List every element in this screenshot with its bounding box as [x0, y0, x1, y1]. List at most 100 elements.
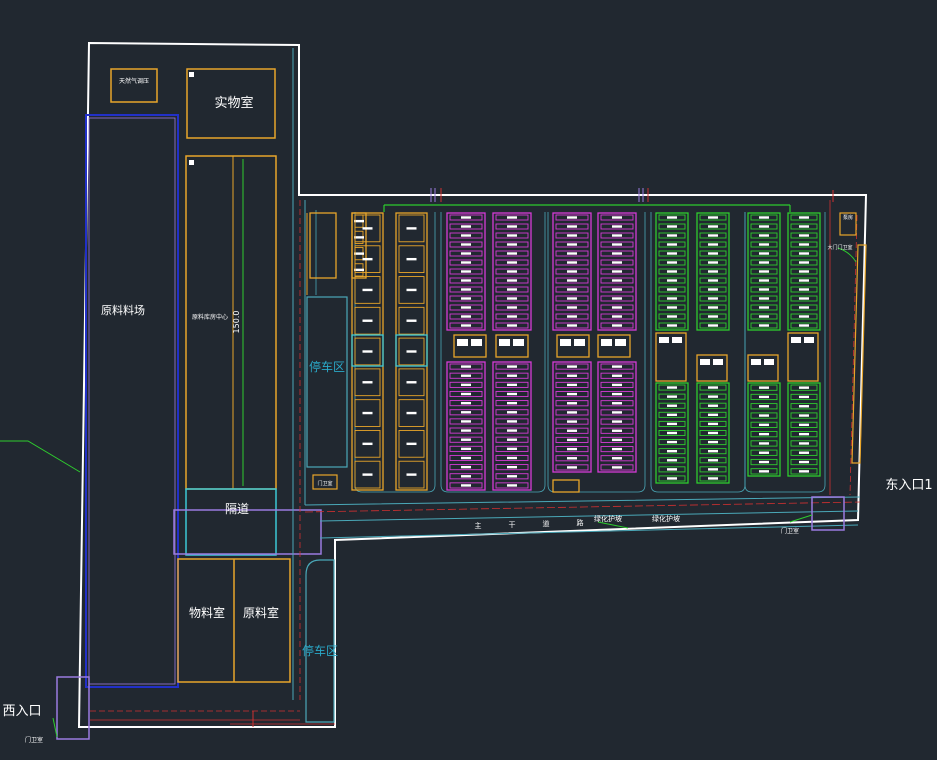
green-bottom-b1-cell-label — [799, 460, 809, 464]
road-char-3: 道 — [543, 519, 550, 528]
green-bottom-1-cell — [699, 420, 727, 427]
magenta-bottom-b0-cell-label — [567, 466, 577, 469]
green-bottom-1-cell — [699, 384, 727, 391]
green-bottom-0-cell — [658, 384, 686, 391]
green-zone-cluster-label — [804, 337, 814, 343]
east-entrance-label: 东入口1 — [885, 478, 932, 493]
magenta-bottom-0-cell-label — [461, 475, 471, 478]
green-top-0-cell-label — [667, 261, 677, 264]
green-bottom-b1-cell-label — [799, 395, 809, 399]
magenta-top-0-column — [446, 212, 486, 331]
green-bottom-0-cell — [658, 393, 686, 400]
green-bottom-1-cell-label — [708, 431, 718, 435]
guard-west-label: 门卫室 — [25, 736, 43, 744]
orange-a-cell — [354, 399, 381, 427]
orange-mini — [309, 212, 337, 279]
magenta-top-b0-cell-label — [567, 270, 577, 273]
road-char-1: 主 — [475, 521, 482, 530]
magenta-top-b0-cell-label — [567, 306, 577, 309]
magenta-top-0-cell — [449, 259, 483, 266]
sample-room-label: 实物室 — [214, 95, 253, 111]
magenta-bottom-b0-cell — [555, 409, 589, 416]
green-top-b1-cell — [790, 223, 818, 230]
green-bottom-b1-cell — [790, 384, 818, 391]
green-top-b1-cell-label — [799, 243, 809, 246]
orange-b-cell-label — [406, 288, 417, 292]
magenta-bottom-0-cell — [449, 482, 483, 489]
magenta-bottom-1-cell — [495, 445, 529, 452]
orange-a-cell-label — [362, 411, 373, 415]
green-bottom-0-cell — [658, 448, 686, 455]
magenta-top-1-cell — [495, 286, 529, 293]
green-bottom-b1-cell — [790, 468, 818, 475]
green-bottom-0-cell-label — [667, 431, 677, 435]
green-bottom-1-cell — [699, 393, 727, 400]
magenta-top-0-cell — [449, 286, 483, 293]
orange-b-cell — [398, 276, 425, 304]
green-top-0-cell — [658, 322, 686, 329]
magenta-bottom-b0-cell-label — [567, 383, 577, 387]
magenta-bottom-b1-cell-label — [612, 457, 622, 460]
sample-room-box — [186, 68, 276, 139]
green-bottom-b1-cell-label — [799, 386, 809, 389]
magenta-top-0-cell — [449, 313, 483, 320]
orange-small-cell-label — [354, 268, 364, 272]
mid-cluster-label — [560, 339, 571, 346]
magenta-bottom-b1-cell-label — [612, 374, 622, 377]
east-strip — [851, 244, 867, 464]
green-top-b1-cell — [790, 241, 818, 248]
pump-room-label: 泵房 — [843, 214, 853, 221]
green-top-b1-cell-label — [799, 324, 809, 327]
green-zone-cluster-label — [791, 337, 801, 343]
mid-cluster-label — [574, 339, 585, 346]
magenta-bottom-0-cell — [449, 473, 483, 480]
magenta-top-0-cell — [449, 322, 483, 329]
green-top-b0-cell-label — [759, 315, 769, 318]
green-top-b0-cell — [750, 295, 778, 302]
magenta-bottom-0-cell — [449, 390, 483, 398]
magenta-bottom-1-cell — [495, 482, 529, 489]
green-top-b1-cell-label — [799, 297, 809, 300]
magenta-bottom-b1-cell-label — [612, 365, 622, 368]
green-bottom-b0-cell — [750, 384, 778, 391]
green-zone-cluster-0 — [655, 332, 687, 382]
orange-a-cell — [354, 368, 381, 397]
magenta-bottom-b1-cell — [600, 427, 634, 434]
magenta-top-b1-cell — [600, 295, 634, 302]
green-top-b1-cell — [790, 304, 818, 311]
magenta-bottom-1-column — [492, 361, 532, 491]
green-top-1-cell — [699, 295, 727, 302]
green-bottom-b0-cell-label — [759, 451, 769, 454]
green-zone-cluster-label — [713, 359, 723, 365]
green-top-b1-cell-label — [799, 225, 809, 228]
green-top-1-cell — [699, 259, 727, 266]
magenta-bottom-b0-column — [552, 361, 592, 473]
green-top-b0-cell-label — [759, 288, 769, 291]
green-top-1-column — [696, 212, 730, 331]
green-top-b1-cell — [790, 277, 818, 284]
magenta-bottom-b1-cell-label — [612, 466, 622, 469]
magenta-top-1-cell — [495, 304, 529, 311]
magenta-bottom-0-cell-label — [461, 392, 471, 396]
green-bottom-b0-cell-label — [759, 432, 769, 436]
site-boundary — [77, 41, 868, 728]
magenta-top-b1-cell-label — [612, 234, 622, 237]
mid-cluster-1 — [495, 334, 529, 358]
green-bottom-1-cell-label — [708, 413, 718, 417]
green-bottom-1-cell-label — [708, 422, 718, 426]
orange-a-cell-label — [362, 442, 373, 446]
green-top-0-cell-label — [667, 315, 677, 318]
magenta-top-0-cell-label — [461, 279, 471, 282]
gate-small-box — [312, 474, 338, 490]
magenta-top-0-cell-label — [461, 306, 471, 309]
magenta-top-1-cell — [495, 250, 529, 257]
green-top-b1-cell — [790, 295, 818, 302]
magenta-bottom-0-cell — [449, 427, 483, 434]
green-top-b0-cell — [750, 313, 778, 320]
green-bottom-b1-cell — [790, 449, 818, 456]
passage-label: 隔道 — [225, 502, 249, 516]
green-top-b1-cell — [790, 232, 818, 239]
green-bottom-1-cell-label — [708, 395, 718, 398]
magenta-top-b0-cell — [555, 214, 589, 221]
magenta-bottom-b0-cell — [555, 464, 589, 471]
